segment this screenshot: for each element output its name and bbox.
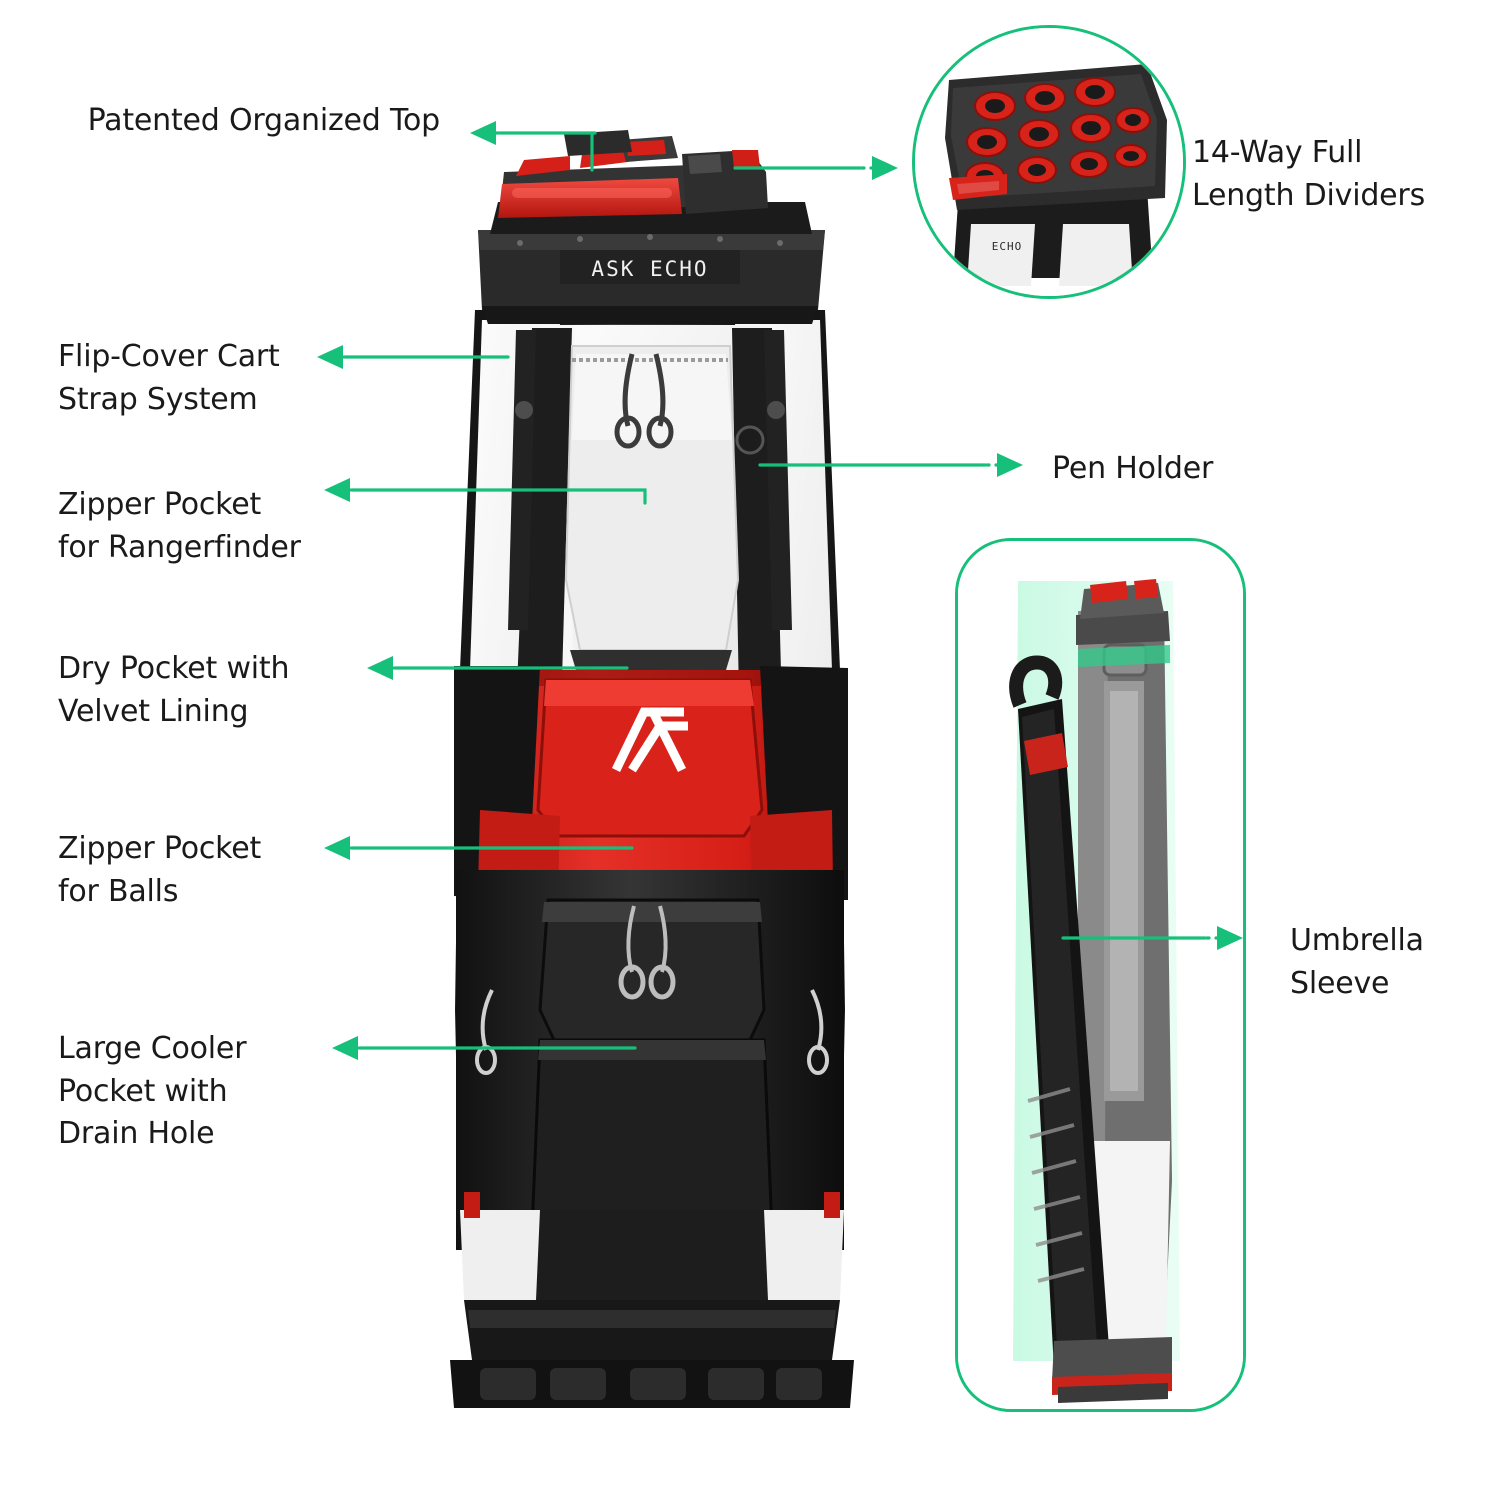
callout-label-flip-cover-cart-strap-system: Flip-Cover Cart Strap System xyxy=(58,339,280,417)
callout-label-pen-holder: Pen Holder xyxy=(1052,451,1214,486)
callout-label-zipper-pocket-for-rangerfinder: Zipper Pocket for Rangerfinder xyxy=(58,487,301,565)
golf-bag-front-illustration: ASK ECHO xyxy=(420,110,880,1410)
pen-holder-loop xyxy=(735,425,765,455)
callout-label-dry-pocket-with-velvet-lining: Dry Pocket with Velvet Lining xyxy=(58,651,290,729)
callout-label-umbrella-sleeve: Umbrella Sleeve xyxy=(1290,923,1424,1001)
top-dividers-inset: ECHO xyxy=(912,25,1186,299)
side-view-svg xyxy=(958,541,1243,1409)
side-view-inset xyxy=(955,538,1246,1412)
bag-logo-mark xyxy=(611,707,688,773)
golf-bag-front-svg: ASK ECHO xyxy=(450,130,854,1408)
callout-label-14-way-full-length-dividers: 14-Way Full Length Dividers xyxy=(1192,135,1426,213)
inset-brand-wordmark: ECHO xyxy=(992,240,1023,253)
top-dividers-svg: ECHO xyxy=(915,28,1183,296)
callout-label-large-cooler-pocket-with-drain-hole: Large Cooler Pocket with Drain Hole xyxy=(58,1031,247,1152)
callout-label-patented-organized-top: Patented Organized Top xyxy=(87,103,441,138)
callout-label-zipper-pocket-for-balls: Zipper Pocket for Balls xyxy=(58,831,262,909)
brand-wordmark: ASK ECHO xyxy=(591,257,708,281)
